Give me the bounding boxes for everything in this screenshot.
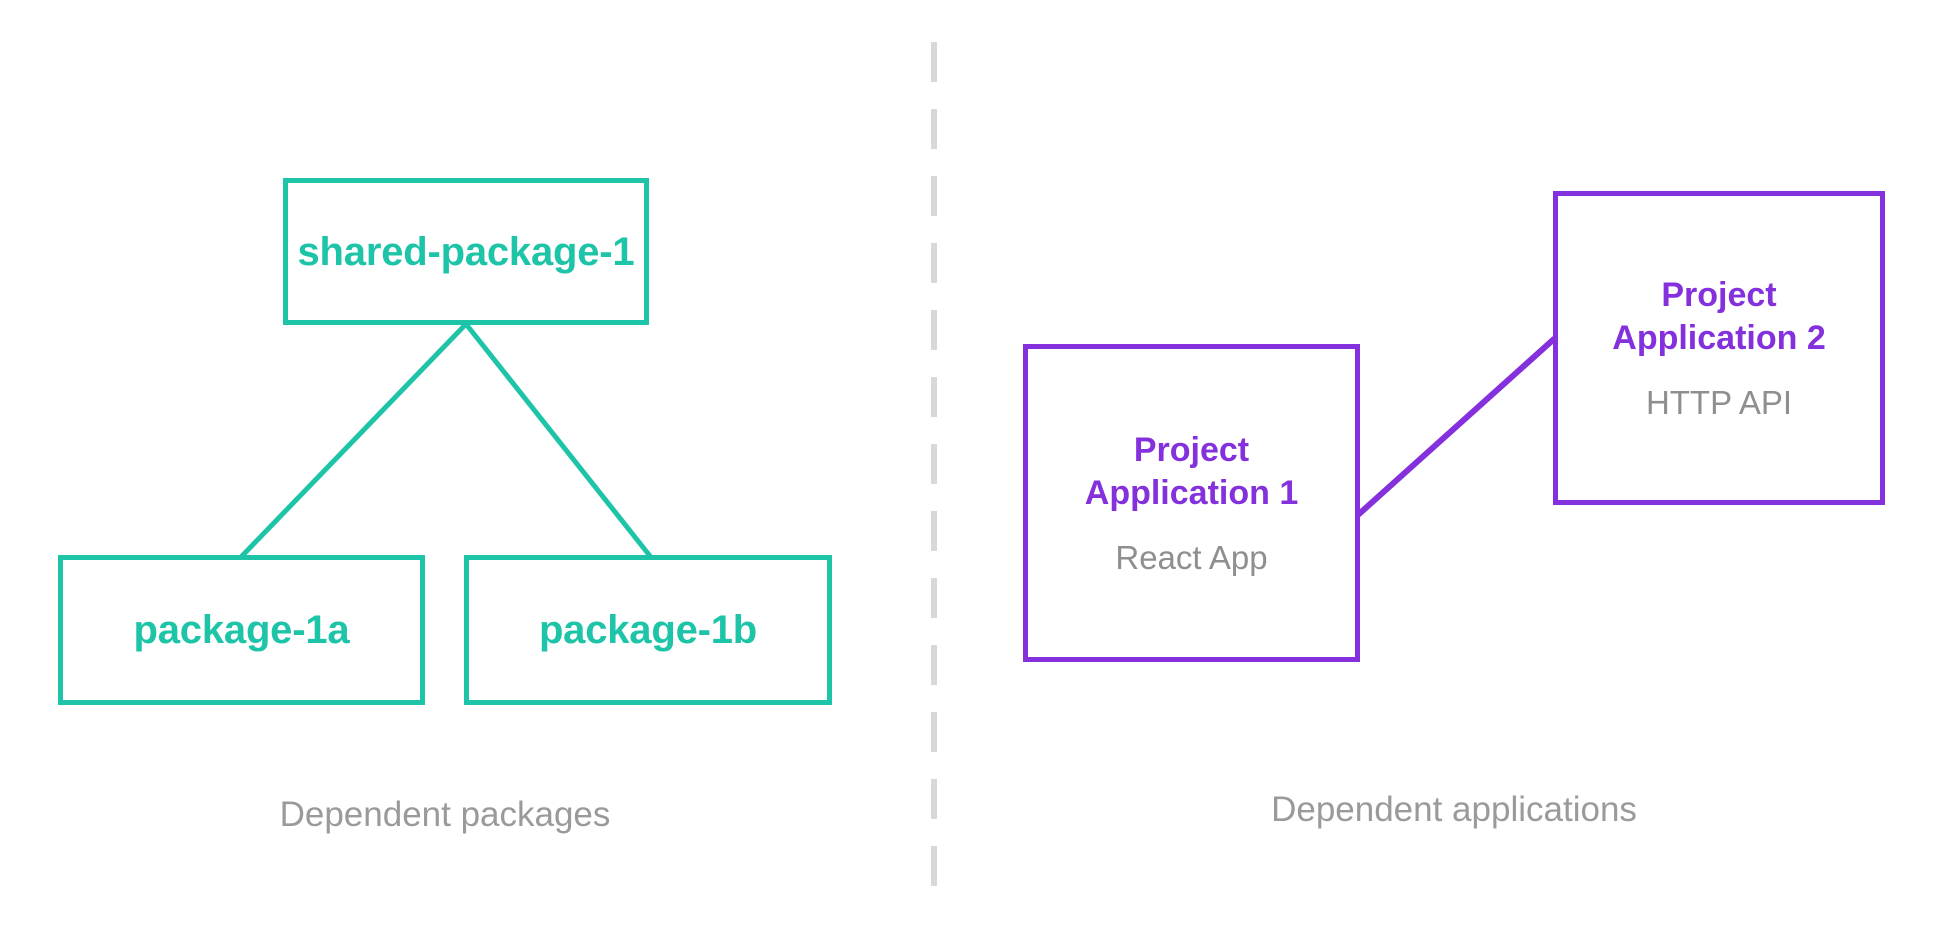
node-project-application-2-title: Project Application 2: [1612, 274, 1825, 361]
node-project-application-2-subtitle: HTTP API: [1645, 383, 1793, 421]
edge-shared-package-1-to-package-1a: [239, 321, 469, 559]
node-project-application-2[interactable]: Project Application 2 HTTP API: [1553, 191, 1885, 505]
node-project-application-1-title: Project Application 1: [1085, 429, 1298, 516]
node-shared-package-1-label: shared-package-1: [297, 229, 635, 274]
node-project-application-1[interactable]: Project Application 1 React App: [1023, 344, 1360, 662]
node-package-1b[interactable]: package-1b: [464, 555, 832, 705]
caption-dependent-applications: Dependent applications: [1271, 790, 1637, 829]
node-package-1a-label: package-1a: [133, 608, 350, 652]
edge-shared-package-1-to-package-1b: [463, 321, 653, 559]
node-package-1b-label: package-1b: [538, 608, 758, 652]
node-project-application-1-title-line-2: Application 1: [1084, 474, 1299, 513]
node-project-application-2-title-line-2: Application 2: [1612, 319, 1826, 358]
node-project-application-2-title-line-1: Project: [1661, 275, 1777, 314]
node-project-application-1-title-line-1: Project: [1133, 430, 1250, 469]
node-shared-package-1[interactable]: shared-package-1: [283, 178, 649, 325]
edge-application-1-to-application-2: [1356, 336, 1557, 517]
node-package-1a[interactable]: package-1a: [58, 555, 425, 705]
node-project-application-1-subtitle: React App: [1115, 538, 1268, 576]
caption-dependent-packages: Dependent packages: [279, 795, 611, 834]
